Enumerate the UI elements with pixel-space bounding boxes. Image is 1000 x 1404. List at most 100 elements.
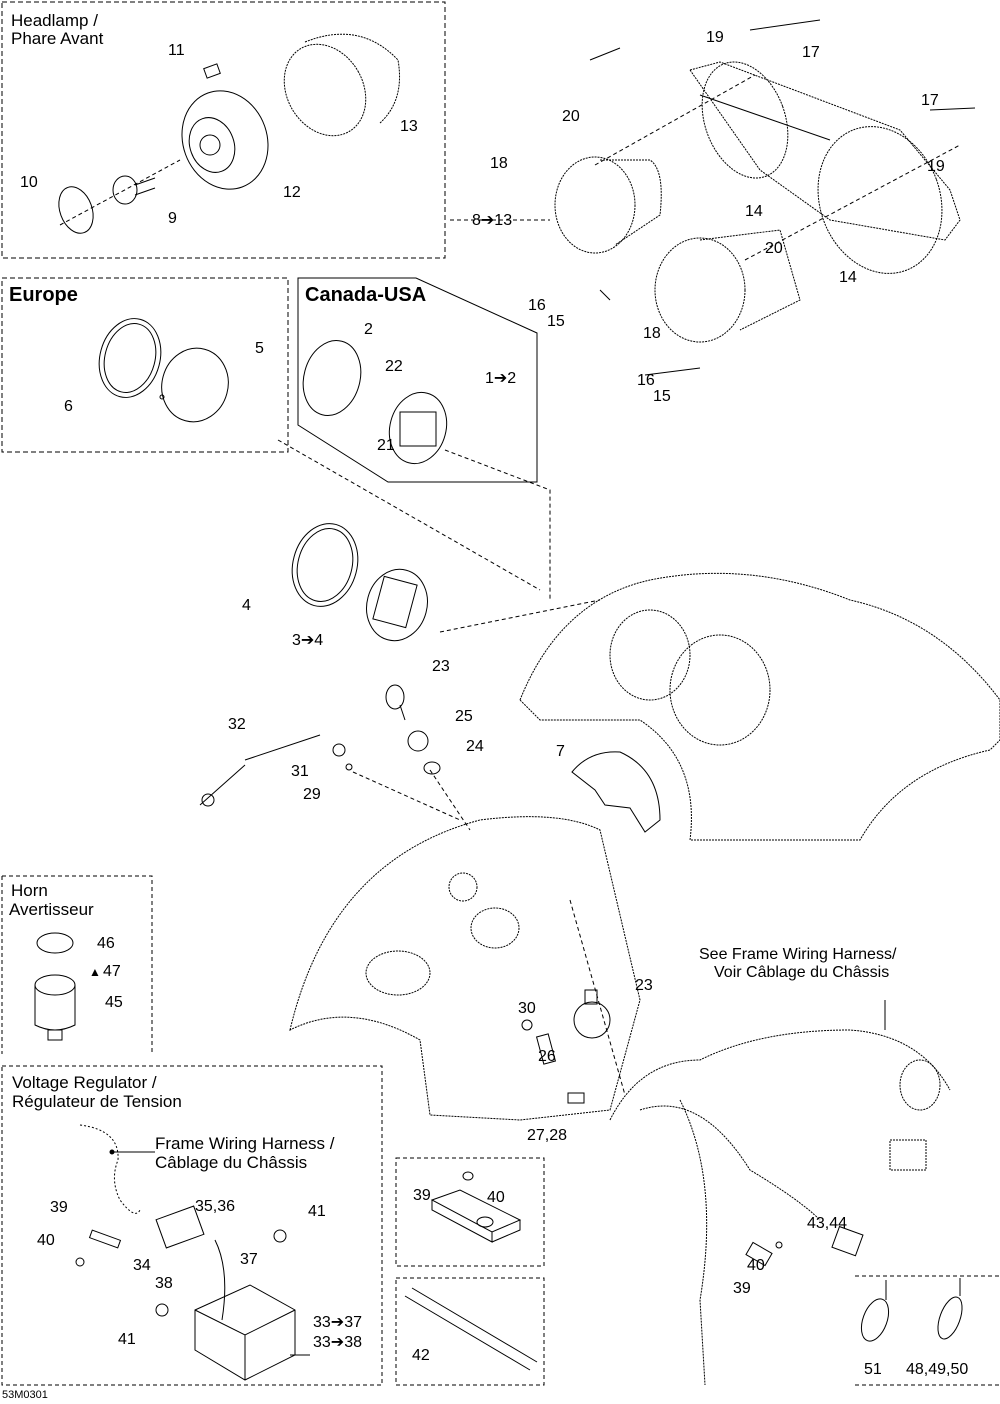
callout-11: 11 [168,42,185,59]
connector-27-28 [567,1092,585,1104]
tube-section-box [395,1277,545,1386]
headlamp-title-line1: Headlamp / [11,11,98,30]
headlamp-assembly-left [554,156,662,254]
callout-14a: 14 [745,203,763,220]
callout-clip-40: 40 [487,1189,505,1206]
canada-gauge-1 [388,391,448,465]
connector-34 [155,1205,205,1249]
callout-7: 7 [556,743,565,760]
canada-usa-title: Canada-USA [305,284,427,306]
harness-dotted [79,1124,141,1214]
horn-title-line2: Avertisseur [9,900,94,919]
callout-38: 38 [155,1275,173,1292]
callout-10: 10 [20,174,38,191]
voltage-regulator-title-line2: Régulateur de Tension [12,1092,182,1111]
callout-8-13: 8➔13 [472,212,513,229]
callout-4: 4 [242,597,251,614]
callout-18a: 18 [490,155,508,172]
key-23 [385,684,406,721]
callout-51: 51 [864,1361,882,1378]
vr-harness-line1: Frame Wiring Harness / [155,1134,335,1153]
callout-2: 2 [364,321,373,338]
callout-vr-40: 40 [37,1232,55,1249]
callout-43-44: 43,44 [807,1215,848,1232]
callout-12: 12 [283,184,301,201]
drop-icon: ▲ [89,965,101,979]
nut-31 [332,743,346,757]
canada-usa-section-box [297,277,538,483]
europe-section-box [1,277,289,453]
clamp-48-49-50 [937,1278,963,1340]
gauge-ring-4 [291,523,359,607]
callout-37: 37 [240,1251,258,1268]
callout-15a: 15 [547,313,565,330]
clip-39-detail [430,1189,522,1243]
callout-18b: 18 [643,325,661,342]
callout-1-2: 1➔2 [485,370,517,387]
frame-harness-note-line2: Voir Câblage du Châssis [714,964,890,981]
key-cap-25 [407,730,429,752]
callout-20a: 20 [562,108,580,125]
tube-42 [404,1287,538,1371]
connector-43-44 [831,1225,864,1257]
screw-41-top [273,1229,287,1243]
vr-harness-line2: Câblage du Châssis [155,1153,308,1172]
gauge-3 [366,568,428,642]
diagram-id: 53M0301 [2,1389,48,1401]
callout-48-49-50: 48,49,50 [906,1361,969,1378]
headlamp-section-box [1,1,446,259]
callout-27-28: 27,28 [527,1127,568,1144]
headlamp-title-line2: Phare Avant [11,29,104,48]
voltage-regulator-title-line1: Voltage Regulator / [12,1073,157,1092]
frame-wiring-harness [609,1029,951,1386]
callout-15b: 15 [653,388,671,405]
callout-3-4: 3➔4 [292,632,324,649]
callout-16b: 16 [637,372,655,389]
headlamp-support-frame [689,61,961,274]
headlamp-assembly-right [654,229,801,343]
europe-gauge-5 [159,347,229,423]
trim-7 [571,751,661,833]
callout-33-37: 33➔37 [313,1314,362,1331]
upper-fairing [519,572,1000,841]
callout-21: 21 [377,437,395,454]
screw-41-bottom [155,1303,169,1317]
callout-6: 6 [64,398,73,415]
headlamp-housing-12 [181,90,269,190]
bulb-socket-11 [203,63,221,79]
callout-33-38: 33➔38 [313,1334,362,1351]
callout-47: 47 [103,963,121,980]
callout-13: 13 [400,118,418,135]
callout-35-36: 35,36 [195,1198,236,1215]
callout-24: 24 [466,738,484,755]
callout-29: 29 [303,786,321,803]
horn-title-line1: Horn [11,881,48,900]
lower-console [289,816,641,1121]
wire-37 [214,1239,226,1321]
bulb-9 [112,175,156,205]
spring-32 [199,734,321,807]
washer-29 [345,763,353,771]
clip-section-box [395,1157,545,1267]
callout-23a: 23 [432,658,450,675]
callout-45: 45 [105,994,123,1011]
callout-16a: 16 [528,297,546,314]
clamp-51 [860,1280,890,1342]
dust-cover-10 [58,186,94,234]
callout-26: 26 [538,1048,556,1065]
clip-39 [745,1241,773,1267]
voltage-regulator-33 [194,1284,296,1381]
callout-19b: 19 [927,158,945,175]
grommet-24 [423,761,441,775]
connector-26 [535,1033,557,1065]
screw-40-vr [75,1257,85,1267]
callout-19a: 19 [706,29,724,46]
horn-45 [34,974,76,1041]
headlamp-bezel-13 [283,33,401,137]
horn-section-box [1,875,153,1054]
callout-46: 46 [97,935,115,952]
callout-30: 30 [518,1000,536,1017]
callout-vr-39: 39 [50,1199,68,1216]
screw-40 [775,1241,783,1249]
